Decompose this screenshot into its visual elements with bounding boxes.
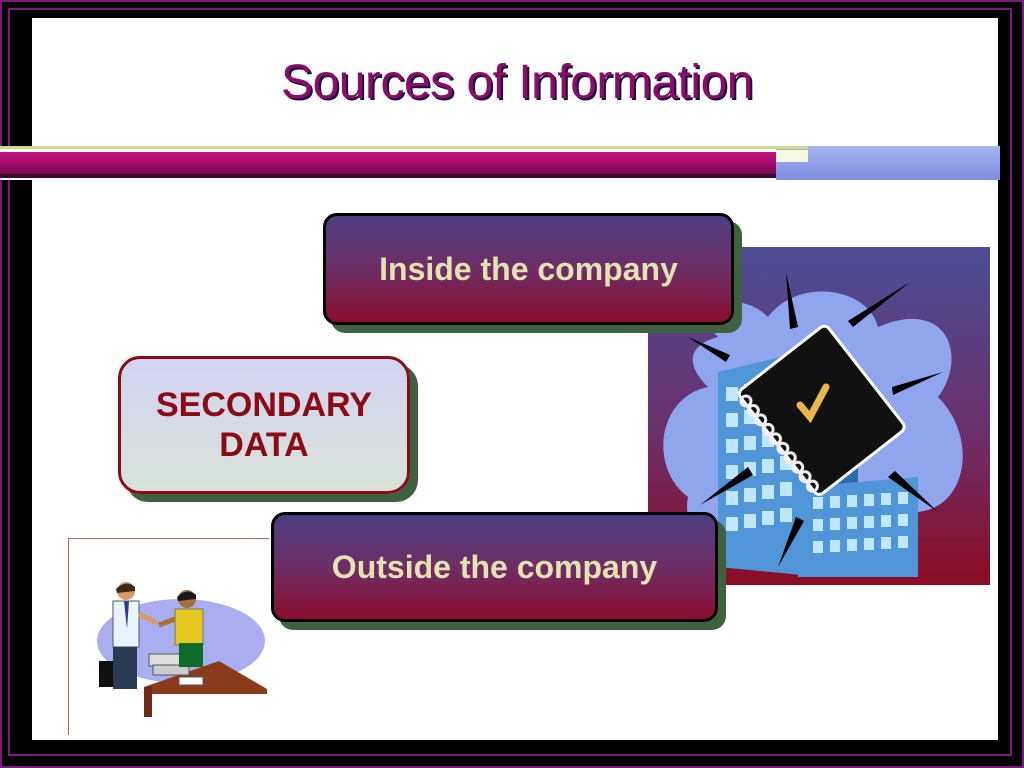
secondary-line1: SECONDARY xyxy=(156,386,372,424)
inside-company-box: Inside the company xyxy=(323,213,734,325)
outside-company-box: Outside the company xyxy=(271,512,718,622)
building-notebook-image xyxy=(648,247,990,585)
divider-magenta-band xyxy=(0,152,776,176)
inner-frame xyxy=(8,8,1012,756)
meeting-people-image xyxy=(68,538,269,735)
secondary-data-box: SECONDARY DATA xyxy=(118,356,410,494)
title-divider xyxy=(0,146,1000,180)
secondary-line2: DATA xyxy=(219,426,309,464)
slide-title: Sources of Information xyxy=(281,56,753,109)
divider-blue-band xyxy=(776,146,1000,180)
